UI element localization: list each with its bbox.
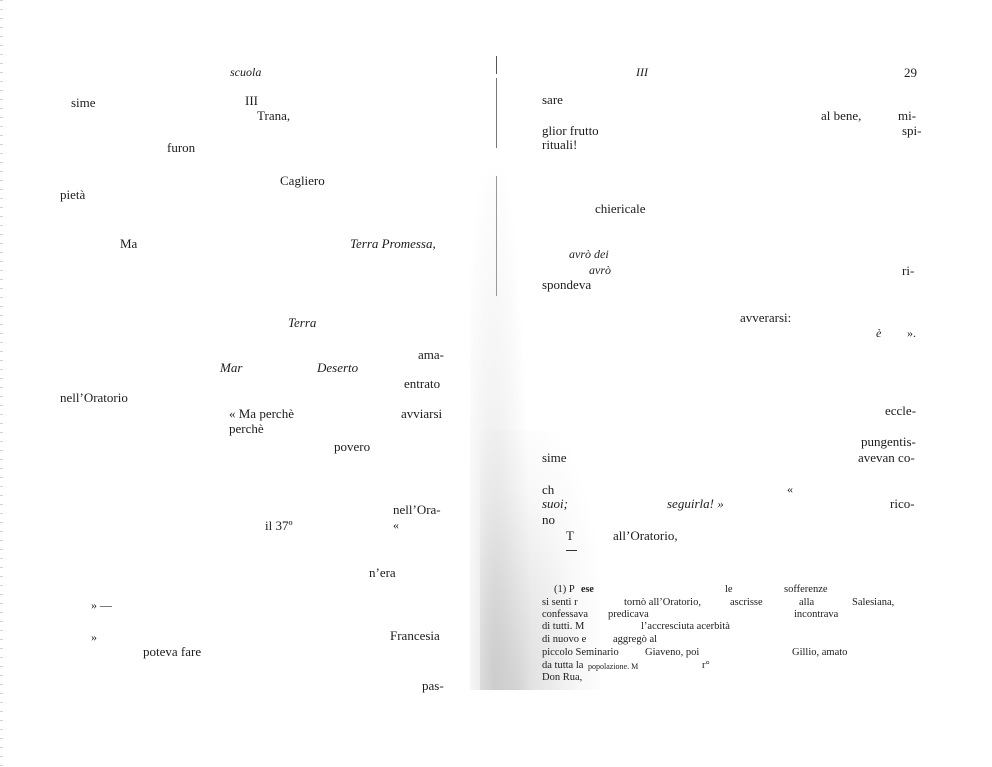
word: rituali! [542, 137, 578, 152]
footnote-word: tornò all’Oratorio, [624, 597, 701, 608]
rule-dash [566, 550, 577, 551]
page-edge-texture [0, 0, 3, 767]
footnote-marker: (1) P [554, 584, 575, 595]
book-fold-line [496, 78, 497, 148]
word: Mar [220, 360, 243, 375]
word: sime [542, 450, 567, 465]
quote-close: » [91, 630, 97, 644]
word: entrato [404, 376, 441, 391]
word: avrò dei [569, 247, 609, 261]
footnote-word: sofferenze [784, 584, 828, 595]
word: chiericale [595, 201, 646, 216]
footnote-word: di tutti. M [542, 621, 585, 632]
guillemet: « [787, 482, 793, 496]
word: rico- [890, 496, 915, 511]
footnote-word: le [725, 584, 733, 595]
footnote-word: confessava [542, 609, 589, 620]
footnote-word: Gillio, amato [792, 647, 848, 658]
quote-close: ». [907, 326, 916, 340]
word: avevan co- [858, 450, 915, 465]
word: avverarsi: [740, 310, 792, 325]
gutter-shadow [470, 170, 530, 690]
right-page: III 29 sare al bene, mi- glior frutto sp… [496, 0, 992, 767]
footnote-word: predicava [608, 609, 649, 620]
word: all’Oratorio, [613, 528, 678, 543]
footnote-word: Don Rua, [542, 672, 583, 683]
section-number: III [245, 93, 258, 108]
word: nell’Ora- [393, 502, 441, 517]
footnote-word: alla [799, 597, 815, 608]
word: il 37º [265, 518, 293, 533]
word: pietà [60, 187, 86, 202]
word: al bene, [821, 108, 862, 123]
word: sime [71, 95, 96, 110]
footnote-word: di nuovo e [542, 634, 587, 645]
footnote-word: ese [581, 584, 594, 595]
word: nell’Oratorio [60, 390, 128, 405]
footnote-word: incontrava [794, 609, 839, 620]
quote: « Ma perchè [229, 406, 294, 421]
book-fold-line [496, 176, 497, 296]
word: no [542, 512, 555, 527]
word: spi- [902, 123, 922, 138]
word: mi- [898, 108, 917, 123]
guillemet: « [393, 518, 399, 532]
word: è [876, 326, 882, 340]
footnote-word: si sentì r [542, 597, 578, 608]
word: Trana, [257, 108, 291, 123]
word: seguirla! » [667, 496, 724, 511]
word: glior frutto [542, 123, 599, 138]
word: Ma [120, 236, 138, 251]
word: Cagliero [280, 173, 325, 188]
word: spondeva [542, 277, 592, 292]
word: pungentis- [861, 434, 916, 449]
footnote-word: Giaveno, poi [645, 647, 700, 658]
word: suoi; [542, 496, 568, 511]
word: pas- [422, 678, 444, 693]
word: T [566, 528, 574, 543]
running-header: III [636, 65, 648, 79]
running-header: scuola [230, 65, 262, 79]
quote-close: » — [91, 598, 112, 612]
word: ch [542, 482, 555, 497]
gutter-shadow-lower [480, 430, 600, 690]
word: Terra Promessa, [350, 236, 436, 251]
word: avviarsi [401, 406, 443, 421]
word: sare [542, 92, 563, 107]
footnote-word: popolazione. M [588, 662, 639, 671]
footnote-word: ascrisse [730, 597, 763, 608]
word: ri- [902, 263, 915, 278]
word: furon [167, 140, 196, 155]
word: perchè [229, 421, 264, 436]
footnote-word: Salesiana, [852, 597, 895, 608]
page-number: 29 [904, 65, 917, 80]
word: n’era [369, 565, 396, 580]
footnote-word: l’accresciuta acerbità [641, 621, 730, 632]
word: povero [334, 439, 371, 454]
word: Terra [288, 315, 317, 330]
word: poteva fare [143, 644, 202, 659]
footnote-word: aggregò al [613, 634, 658, 645]
footnote-word: piccolo Seminario [542, 647, 619, 658]
word: avrò [589, 263, 611, 277]
book-fold-line [496, 56, 497, 74]
footnote-word: da tutta la [542, 660, 584, 671]
word: ama- [418, 347, 444, 362]
word: Deserto [317, 360, 359, 375]
word: eccle- [885, 403, 917, 418]
left-page: scuola sime III Trana, furon Cagliero pi… [60, 65, 444, 693]
footnote-word: r° [702, 660, 710, 671]
word: Francesia [390, 628, 440, 643]
